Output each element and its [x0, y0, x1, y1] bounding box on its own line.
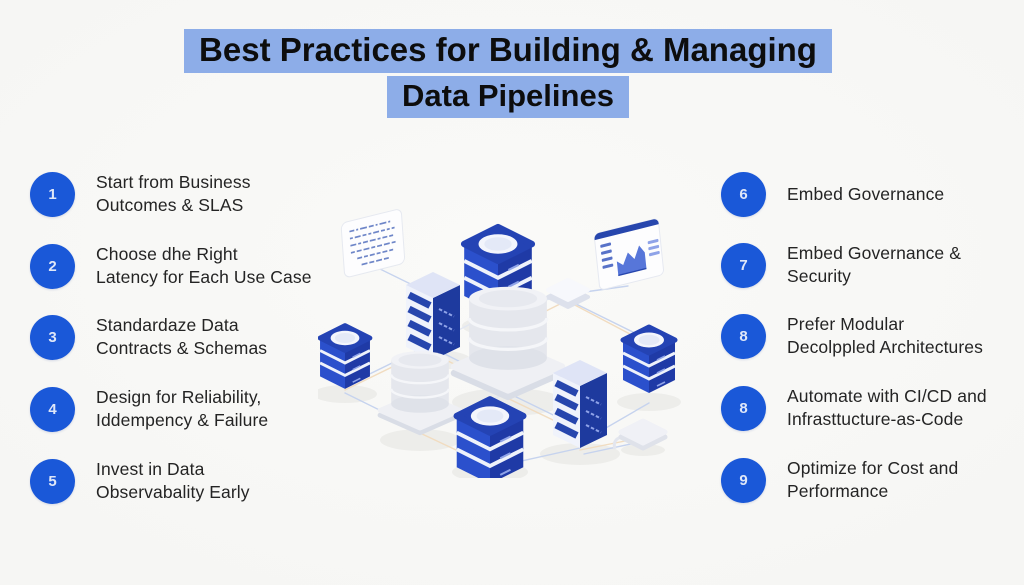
connector-node-illustration: [546, 278, 590, 309]
number-badge-5: 5: [30, 458, 75, 504]
number-badge-8: 8: [721, 313, 766, 359]
number-badge-1: 1: [30, 171, 75, 217]
number-badge-10: 9: [721, 457, 766, 503]
number-badge-6: 6: [721, 171, 766, 217]
pipeline-illustration: [318, 209, 681, 478]
number-badge-7: 7: [721, 242, 766, 288]
database-right-illustration: [623, 327, 675, 393]
page-title: Best Practices for Building & Managing D…: [0, 29, 1016, 118]
document-card-illustration: [340, 209, 406, 278]
title-line-2: Data Pipelines: [387, 75, 629, 118]
server-tower-1-illustration: [406, 272, 460, 360]
number-badge-4: 4: [30, 386, 75, 432]
server-tower-2-illustration: [553, 360, 607, 448]
dashboard-card-illustration: [594, 218, 664, 290]
practice-text-6: Embed Governance: [787, 183, 945, 204]
number-badge-3: 3: [30, 314, 75, 360]
edge-device-illustration: [612, 418, 668, 451]
practice-item-6: 6 Embed Governance: [721, 171, 944, 217]
database-left-illustration: [320, 326, 370, 389]
practice-text-7: Embed Governance &Security: [787, 243, 961, 286]
database-bottom-illustration: [457, 399, 524, 478]
practice-text-4: Design for Reliability,Iddempency & Fail…: [96, 387, 269, 430]
number-badge-9: 8: [721, 385, 766, 431]
practice-item-7: 7 Embed Governance &Security: [721, 242, 961, 288]
number-badge-2: 2: [30, 243, 75, 289]
title-line-1: Best Practices for Building & Managing: [184, 29, 832, 73]
gray-database-small-illustration: [380, 351, 460, 433]
practice-item-4: 4 Design for Reliability,Iddempency & Fa…: [30, 386, 268, 432]
central-database-illustration: [454, 287, 562, 397]
